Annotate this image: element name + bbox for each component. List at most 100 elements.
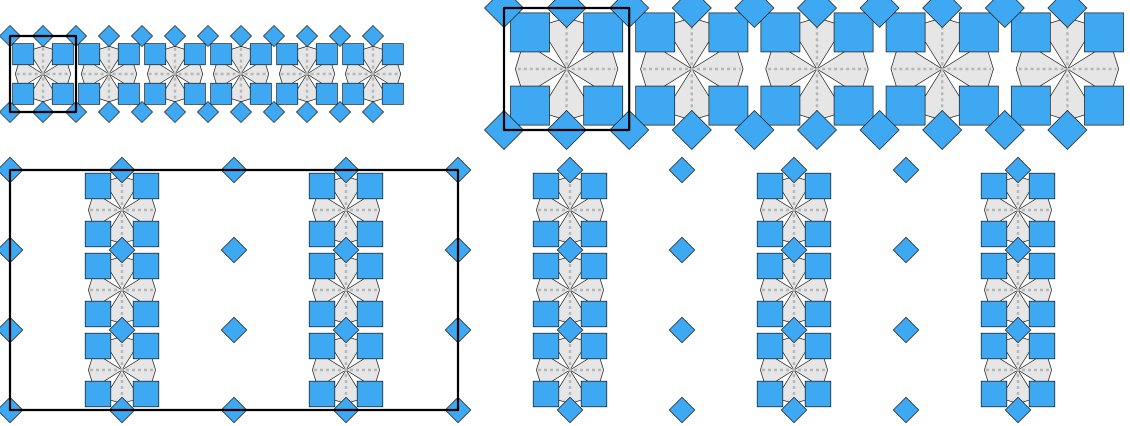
square-tile	[581, 381, 607, 407]
square-tile	[510, 13, 549, 52]
square-tile	[709, 13, 748, 52]
square-tile	[79, 44, 100, 65]
square-tile	[164, 101, 185, 122]
square-tile	[133, 333, 159, 359]
square-tile	[250, 44, 271, 65]
square-tile	[669, 397, 695, 423]
square-tile	[893, 317, 919, 343]
square-tile	[98, 101, 119, 122]
square-tile	[1011, 13, 1050, 52]
square-tile	[145, 44, 166, 65]
square-tile	[277, 83, 298, 104]
square-tile	[636, 13, 675, 52]
square-tile	[981, 333, 1007, 359]
square-tile	[118, 83, 139, 104]
square-tile	[1029, 173, 1055, 199]
square-tile	[581, 333, 607, 359]
square-tile	[581, 301, 607, 327]
square-tile	[309, 333, 335, 359]
square-tile	[533, 253, 559, 279]
square-tile	[118, 44, 139, 65]
square-tile	[357, 173, 383, 199]
square-tile	[584, 86, 623, 125]
square-tile	[85, 333, 111, 359]
square-tile	[357, 253, 383, 279]
square-tile	[581, 221, 607, 247]
square-tile	[1011, 86, 1050, 125]
square-tile	[669, 237, 695, 263]
square-tile	[757, 253, 783, 279]
square-tile	[1084, 13, 1123, 52]
square-tile	[981, 221, 1007, 247]
square-tile	[309, 381, 335, 407]
square-tile	[13, 83, 34, 104]
square-tile	[382, 83, 403, 104]
square-tile	[250, 83, 271, 104]
square-tile	[0, 317, 23, 343]
square-tile	[757, 173, 783, 199]
square-tile	[1029, 221, 1055, 247]
square-tile	[533, 221, 559, 247]
square-tile	[533, 333, 559, 359]
square-tile	[510, 86, 549, 125]
square-tile	[362, 25, 383, 46]
square-tile	[886, 86, 925, 125]
square-tile	[133, 253, 159, 279]
square-tile	[757, 333, 783, 359]
square-tile	[1084, 86, 1123, 125]
square-tile	[893, 397, 919, 423]
square-tile	[382, 44, 403, 65]
square-tile	[533, 301, 559, 327]
square-tile	[277, 44, 298, 65]
square-tile	[221, 237, 247, 263]
square-tile	[1029, 381, 1055, 407]
square-tile	[1029, 333, 1055, 359]
square-tile	[886, 13, 925, 52]
square-tile	[343, 44, 364, 65]
square-tile	[581, 173, 607, 199]
square-tile	[184, 83, 205, 104]
square-tile	[211, 83, 232, 104]
square-tile	[184, 44, 205, 65]
square-tile	[1029, 301, 1055, 327]
square-tile	[959, 13, 998, 52]
square-tile	[362, 101, 383, 122]
square-tile	[761, 86, 800, 125]
square-tile	[0, 237, 23, 263]
square-tile	[357, 301, 383, 327]
square-tile	[357, 333, 383, 359]
square-tile	[309, 173, 335, 199]
square-tile	[584, 13, 623, 52]
square-tile	[981, 381, 1007, 407]
square-tile	[309, 301, 335, 327]
square-tile	[133, 301, 159, 327]
square-tile	[981, 301, 1007, 327]
square-tile	[757, 301, 783, 327]
square-tile	[757, 221, 783, 247]
square-tile	[981, 173, 1007, 199]
panel-strip-small	[0, 25, 403, 122]
square-tile	[581, 253, 607, 279]
square-tile	[79, 83, 100, 104]
square-tile	[133, 381, 159, 407]
square-tile	[221, 317, 247, 343]
square-tile	[805, 301, 831, 327]
square-tile	[133, 173, 159, 199]
square-tile	[52, 83, 73, 104]
square-tile	[164, 25, 185, 46]
square-tile	[709, 86, 748, 125]
square-tile	[85, 221, 111, 247]
square-tile	[834, 13, 873, 52]
square-tile	[357, 221, 383, 247]
square-tile	[757, 381, 783, 407]
square-tile	[296, 101, 317, 122]
square-tile	[805, 381, 831, 407]
square-tile	[309, 221, 335, 247]
square-tile	[52, 44, 73, 65]
square-tile	[805, 221, 831, 247]
square-tile	[343, 83, 364, 104]
square-tile	[296, 25, 317, 46]
square-tile	[13, 44, 34, 65]
square-tile	[357, 381, 383, 407]
square-tile	[1029, 253, 1055, 279]
